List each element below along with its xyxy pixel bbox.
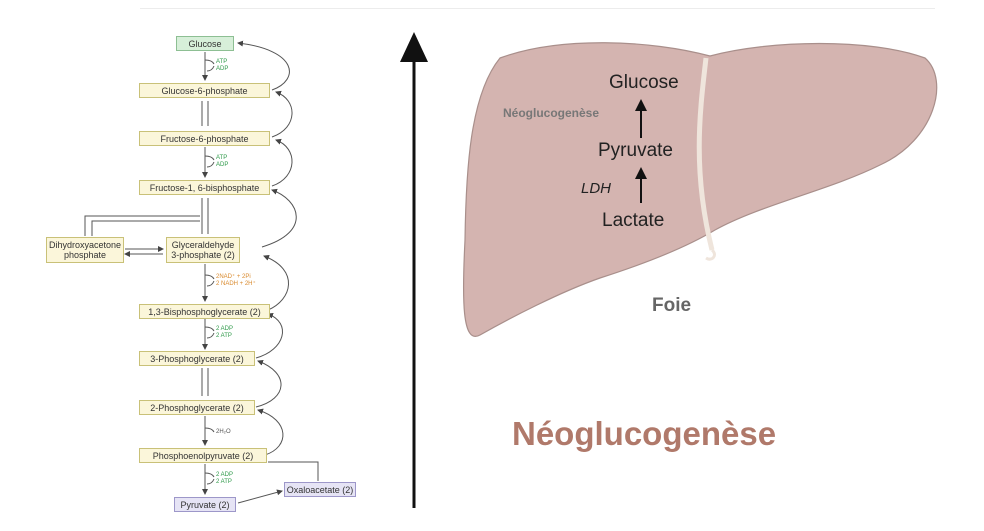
node-glucose-6-phosphate: Glucose-6-phosphate [139, 83, 270, 98]
node-dhap: Dihydroxyacetone phosphate [46, 237, 124, 263]
cofactor-adp-atp-1: 2 ADP 2 ATP [216, 326, 234, 339]
top-divider [140, 8, 935, 9]
node-fructose-6-phosphate: Fructose-6-phosphate [139, 131, 270, 146]
liver-pyruvate-label: Pyruvate [598, 140, 673, 161]
liver-neo-label: Néoglucogenèse [503, 106, 600, 120]
cofactor-atp-adp-2: ATP ADP [216, 155, 229, 168]
liver-glucose-label: Glucose [609, 72, 679, 93]
node-glyceraldehyde-3-phosphate: Glyceraldehyde 3-phosphate (2) [166, 237, 240, 263]
ldh-label: LDH [581, 180, 612, 197]
node-phosphoenolpyruvate: Phosphoenolpyruvate (2) [139, 448, 267, 463]
node-glucose: Glucose [176, 36, 234, 51]
liver-lactate-label: Lactate [602, 210, 665, 231]
node-bisphosphoglycerate: 1,3-Bisphosphoglycerate (2) [139, 304, 270, 319]
cofactor-atp-adp-1: ATP ADP [216, 59, 229, 72]
cofactor-nad: 2NAD⁺ + 2Pi 2 NADH + 2H⁺ [216, 274, 256, 287]
node-3-phosphoglycerate: 3-Phosphoglycerate (2) [139, 351, 255, 366]
node-pyruvate: Pyruvate (2) [174, 497, 236, 512]
node-fructose-bisphosphate: Fructose-1, 6-bisphosphate [139, 180, 270, 195]
cofactor-water: 2H₂O [216, 429, 231, 435]
liver-ligament [696, 57, 715, 251]
organ-label: Foie [652, 295, 692, 316]
node-oxaloacetate: Oxaloacetate (2) [284, 482, 356, 497]
main-title: Néoglucogenèse [512, 415, 777, 452]
node-2-phosphoglycerate: 2-Phosphoglycerate (2) [139, 400, 255, 415]
cofactor-adp-atp-2: 2 ADP 2 ATP [216, 472, 234, 485]
